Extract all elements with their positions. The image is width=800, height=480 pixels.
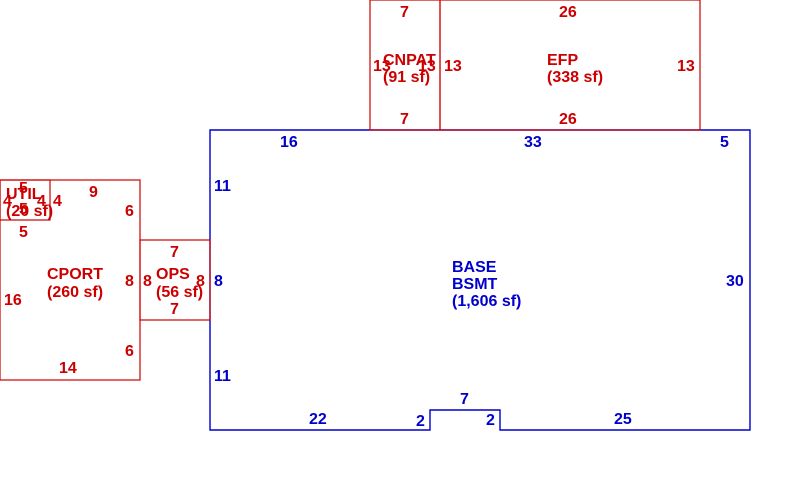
cnpat-outline [369, 0, 441, 131]
cport-dim-bottom: 14 [59, 360, 77, 377]
base-dim-top-mid: 33 [524, 134, 542, 151]
base-dim-left-mid: 8 [214, 273, 223, 290]
base-name-line2: BSMT [452, 276, 498, 293]
base-dim-bot-left: 22 [309, 411, 327, 428]
base-area: (1,606 sf) [452, 293, 521, 310]
ops-dim-top: 7 [170, 244, 179, 261]
cport-dim-right-mid: 8 [125, 273, 134, 290]
base-dim-notch-left: 2 [416, 413, 425, 430]
base-dim-left-bot: 11 [214, 368, 231, 385]
base-name-line1: BASE [452, 259, 497, 276]
base-dim-left-top: 11 [214, 178, 231, 195]
ops-dim-bottom: 7 [170, 301, 179, 318]
util-dim-left: 4 [3, 193, 12, 210]
cport-outline [0, 179, 141, 381]
base-dim-right: 30 [726, 273, 744, 290]
base-dim-notch-top: 7 [460, 391, 469, 408]
cport-name: CPORT [47, 266, 103, 283]
ops-dim-right: 8 [196, 273, 205, 290]
cnpat-area: (91 sf) [383, 69, 430, 86]
cnpat-dim-top: 7 [400, 4, 409, 21]
cport-dim-right-bot: 6 [125, 343, 134, 360]
efp-dim-right: 13 [677, 58, 695, 75]
cnpat-dim-right: 13 [418, 58, 436, 75]
cport-dim-left: 16 [4, 292, 22, 309]
cport-area: (260 sf) [47, 284, 103, 301]
util-dim-right-a: 4 [37, 193, 46, 210]
util-outline [0, 179, 51, 221]
base-dim-top-right: 5 [720, 134, 729, 151]
cport-dim-top: 9 [89, 184, 98, 201]
efp-area: (338 sf) [547, 69, 603, 86]
base-outline [209, 129, 751, 431]
cport-dim-under-util: 5 [19, 224, 28, 241]
cnpat-dim-left: 13 [373, 58, 391, 75]
cport-dim-right-top: 6 [125, 203, 134, 220]
util-dim-right-b: 4 [53, 193, 62, 210]
efp-dim-top: 26 [559, 4, 577, 21]
util-name: UTIL [6, 186, 42, 203]
base-dim-top-left: 16 [280, 134, 298, 151]
ops-name: OPS [156, 266, 190, 283]
efp-dim-left: 13 [444, 58, 462, 75]
ops-dim-left: 8 [143, 273, 152, 290]
efp-name: EFP [547, 52, 578, 69]
util-area: (20 sf) [6, 203, 53, 220]
util-dim-bottom: 5 [19, 201, 28, 218]
base-dim-bot-right: 25 [614, 411, 632, 428]
ops-area: (56 sf) [156, 284, 203, 301]
util-dim-top: 5 [19, 180, 28, 197]
efp-dim-bottom: 26 [559, 111, 577, 128]
base-dim-notch-right: 2 [486, 412, 495, 429]
cnpat-name: CNPAT [383, 52, 436, 69]
cnpat-dim-bottom: 7 [400, 111, 409, 128]
